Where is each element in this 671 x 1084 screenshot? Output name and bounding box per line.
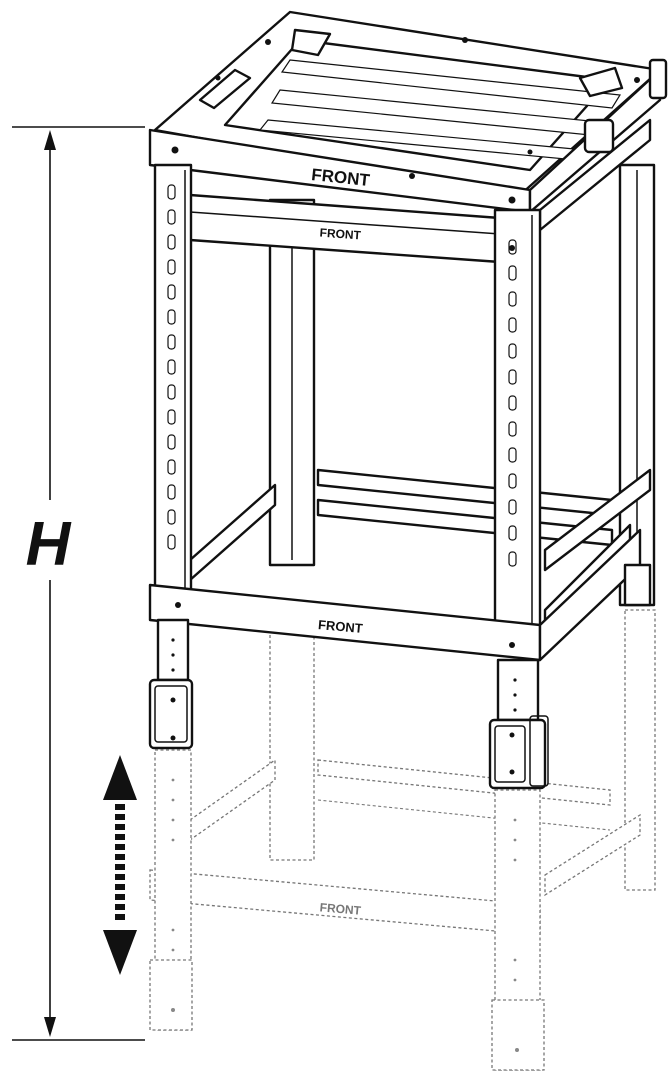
front-right-foot xyxy=(488,715,549,790)
top-frame: FRONT xyxy=(148,10,668,214)
front-left-foot xyxy=(148,678,194,750)
bottom-front-beam: FRONT xyxy=(148,528,642,662)
ghost-post-holes xyxy=(171,778,519,1052)
rear-left-post xyxy=(268,198,316,567)
rack-main-frame: FRONT FRONT xyxy=(148,10,668,790)
inner-rail: FRONT xyxy=(188,193,502,264)
ghost-extended-frame: FRONT xyxy=(149,609,656,1071)
height-label: H xyxy=(26,510,72,579)
front-label-inner: FRONT xyxy=(319,226,362,243)
double-headed-vertical-arrow-icon xyxy=(103,755,137,975)
height-dimension: H xyxy=(12,126,145,1041)
front-right-post xyxy=(493,208,542,642)
front-label-bottom: FRONT xyxy=(317,617,363,636)
front-left-post xyxy=(153,163,193,597)
front-label-ghost: FRONT xyxy=(319,900,362,918)
